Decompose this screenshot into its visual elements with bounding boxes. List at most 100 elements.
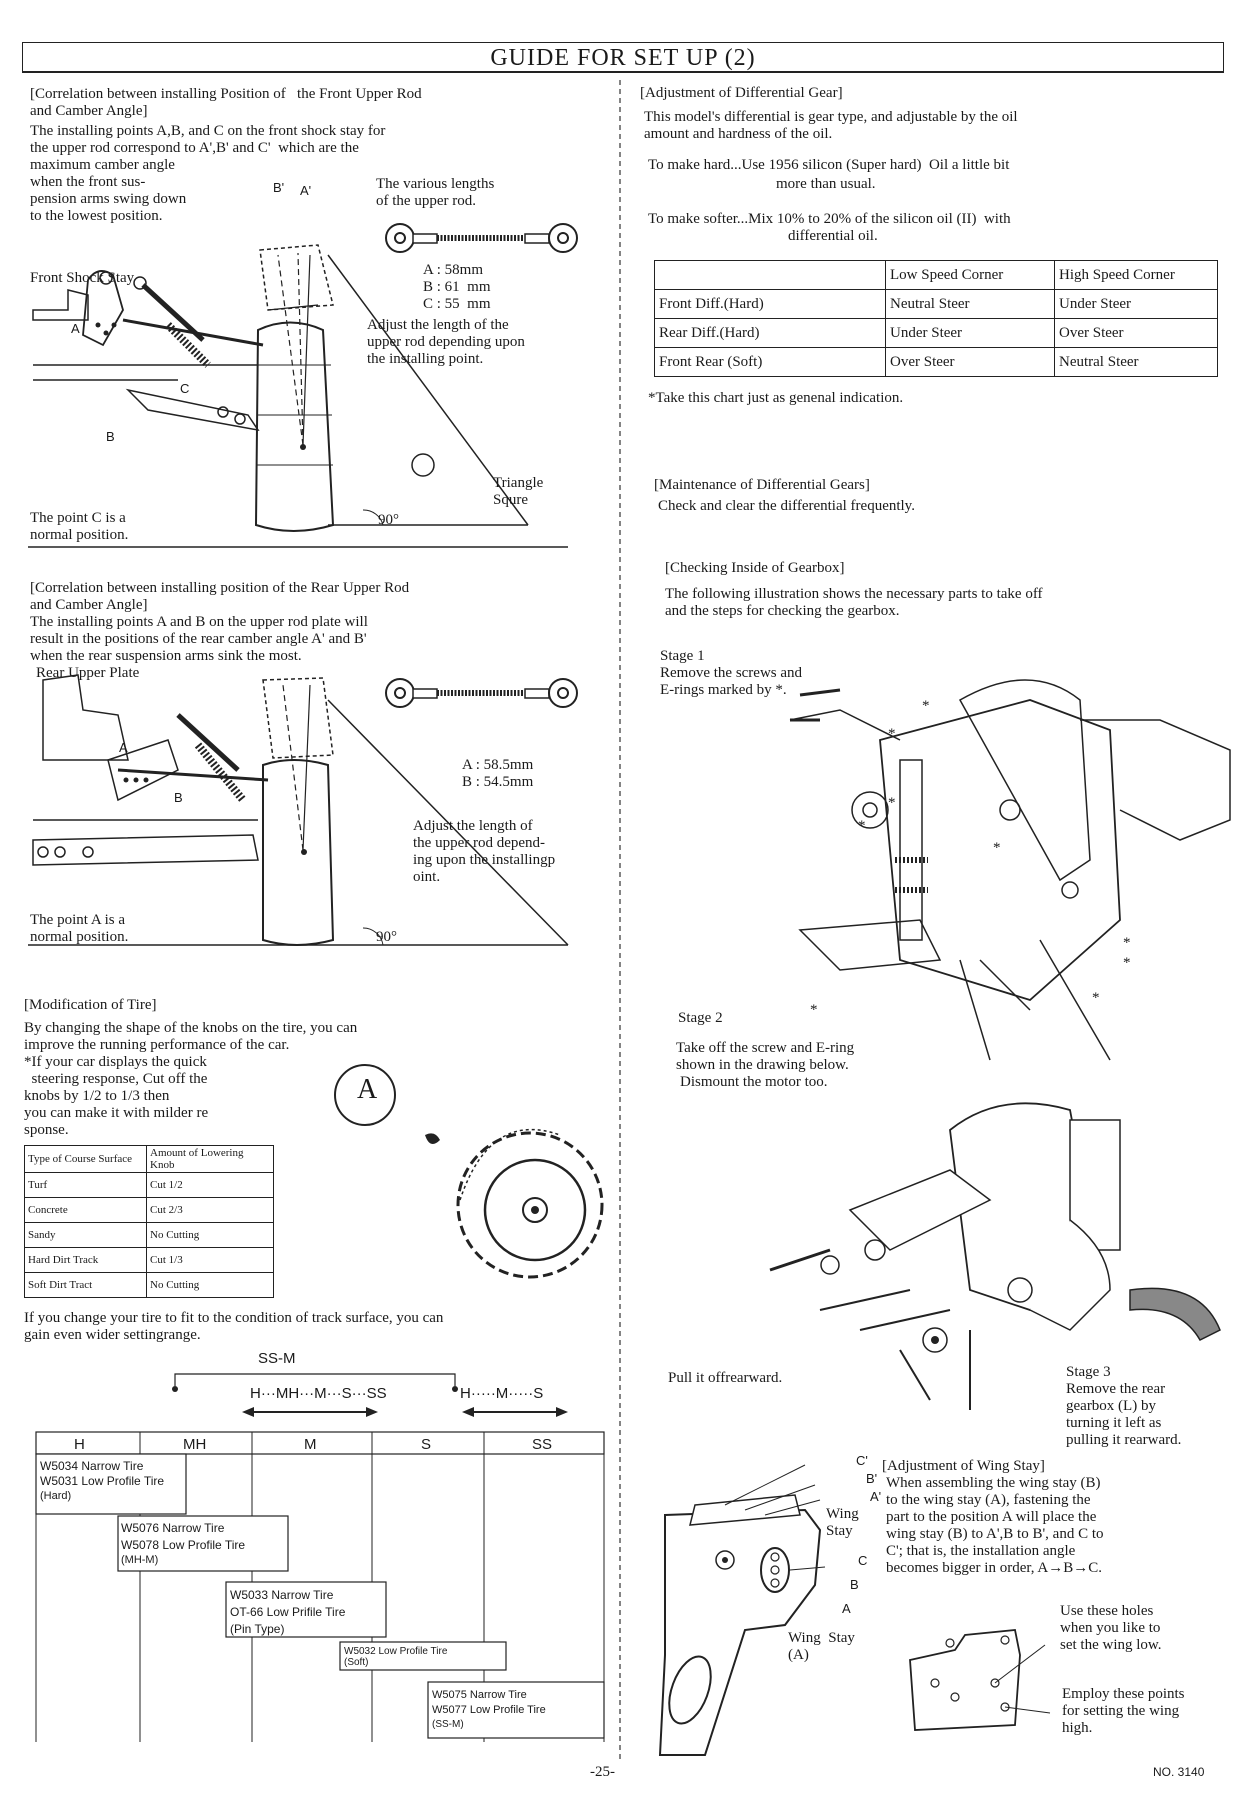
wing-label-c: C <box>858 1553 868 1568</box>
wing-high-note-2: for setting the wing <box>1062 1703 1180 1719</box>
front-label-ap: A' <box>300 183 312 198</box>
front-point-note-1: The point C is a <box>30 510 126 526</box>
wing-stay-drawing <box>658 1464 826 1756</box>
pull-label: Pull it offrearward. <box>668 1370 783 1386</box>
stage2-title: Stage 2 <box>678 1010 723 1026</box>
stage1-star: * <box>810 1002 818 1018</box>
rear-body-1: The installing points A and B on the upp… <box>30 614 368 630</box>
chart-header-m: M <box>304 1436 317 1453</box>
stage1-star: * <box>922 698 930 714</box>
stage3-line-1: Remove the rear <box>1066 1381 1166 1397</box>
front-upper-rod-illustration <box>385 223 578 253</box>
diff-cell: Neutral Steer <box>1054 347 1218 377</box>
diff-cell: Front Rear (Soft) <box>654 347 886 377</box>
diff-cell: Under Steer <box>1054 289 1218 319</box>
wing-stay-a-label-2: (A) <box>788 1647 809 1663</box>
front-label-b: B <box>106 429 115 444</box>
rear-suspension-drawing <box>28 674 569 946</box>
maint-heading: [Maintenance of Differential Gears] <box>654 477 870 493</box>
rear-length-b: B : 54.5mm <box>462 774 534 790</box>
wing-stay-b-drawing <box>909 1629 1051 1731</box>
front-triangle-2: Squre <box>493 492 528 508</box>
wing-stay-a-label-1: Wing Stay <box>788 1630 855 1646</box>
stage3-line-3: turning it left as <box>1066 1415 1162 1431</box>
rear-label-a: A <box>119 740 128 755</box>
column-divider <box>619 80 621 1760</box>
stage1-star: * <box>1123 935 1131 951</box>
rear-label-b: B <box>174 790 183 805</box>
rear-angle: 90° <box>376 929 397 945</box>
tire-table-row: No Cutting <box>146 1222 274 1248</box>
diff-soft-1: To make softer...Mix 10% to 20% of the s… <box>648 211 1011 227</box>
rear-point-note-1: The point A is a <box>30 912 125 928</box>
scale-right-range: H·····M·····S <box>460 1385 544 1402</box>
front-adjust-2: upper rod depending upon <box>367 334 525 350</box>
chart-entry-line: W5034 Narrow Tire <box>40 1459 144 1473</box>
rear-adjust-4: oint. <box>413 869 441 885</box>
wing-high-note-1: Employ these points <box>1062 1686 1185 1702</box>
diff-cell: Over Steer <box>1054 318 1218 348</box>
tire-chart-grid <box>35 1431 605 1742</box>
diff-hard-1: To make hard...Use 1956 silicon (Super h… <box>648 157 1010 173</box>
chart-header-ss: SS <box>532 1436 553 1453</box>
stage3-line-2: gearbox (L) by <box>1066 1398 1156 1414</box>
gearbox-heading: [Checking Inside of Gearbox] <box>665 560 845 576</box>
rear-upper-rod-illustration <box>385 678 578 708</box>
tire-table-header-1: Type of Course Surface <box>24 1145 147 1173</box>
chart-entry-line: W5077 Low Profile Tire <box>432 1704 546 1716</box>
chart-header-mh: MH <box>183 1436 207 1453</box>
front-label-a: A <box>71 321 80 336</box>
doc-number: NO. 3140 <box>1153 1765 1205 1779</box>
tire-table-row: Concrete <box>24 1197 147 1223</box>
front-label-c: C <box>180 381 190 396</box>
stage1-star: * <box>858 818 866 834</box>
tire-table-row: No Cutting <box>146 1272 274 1298</box>
chart-entry-line: W5032 Low Profile Tire <box>344 1646 448 1657</box>
front-heading-2: and Camber Angle] <box>30 103 148 119</box>
front-heading-1: [Correlation between installing Position… <box>30 86 422 102</box>
wing-label-b: B <box>850 1577 859 1592</box>
tire-table-row: Cut 1/3 <box>146 1247 274 1273</box>
rear-adjust-2: the upper rod depend- <box>413 835 546 851</box>
wing-high-note-3: high. <box>1062 1720 1093 1736</box>
rear-adjust-1: Adjust the length of <box>413 818 533 834</box>
page-title: GUIDE FOR SET UP (2) <box>490 45 756 71</box>
wing-body-1: When assembling the wing stay (B) <box>886 1475 1101 1491</box>
page-number: -25- <box>590 1764 615 1780</box>
wing-label-bp: B' <box>866 1471 878 1486</box>
diff-note: *Take this chart just as genenal indicat… <box>648 390 904 406</box>
diff-table: Low Speed Corner High Speed Corner Front… <box>654 260 1218 377</box>
rear-body-3: when the rear suspension arms sink the m… <box>30 648 302 664</box>
stage1-star: * <box>1092 990 1100 1006</box>
diff-hard-2: more than usual. <box>776 176 876 192</box>
tire-table-row: Cut 1/2 <box>146 1172 274 1198</box>
wing-low-note-2: when you like to <box>1060 1620 1161 1636</box>
diff-header-cell <box>654 260 886 290</box>
wing-body-6: becomes bigger in order, A→B→C. <box>886 1560 1103 1576</box>
wing-body-5: C'; that is, the installation angle <box>886 1543 1076 1559</box>
wing-heading: [Adjustment of Wing Stay] <box>882 1458 1045 1474</box>
chart-entry-line: OT-66 Low Prifile Tire <box>230 1605 346 1619</box>
wing-body-3: part to the position A will place the <box>886 1509 1097 1525</box>
chart-entry-line: (Soft) <box>344 1657 369 1668</box>
chart-entry-line: W5076 Narrow Tire <box>121 1521 225 1535</box>
tire-note-2: steering response, Cut off the <box>24 1071 208 1087</box>
tire-table-row: Soft Dirt Tract <box>24 1272 147 1298</box>
diff-cell: Front Diff.(Hard) <box>654 289 886 319</box>
front-angle: 90° <box>378 512 399 528</box>
tire-knob-illustration <box>334 1064 604 1279</box>
stage2-line-3: Dismount the motor too. <box>680 1074 828 1090</box>
chart-header-s: S <box>421 1436 432 1453</box>
wing-body-2: to the wing stay (A), fastening the <box>886 1492 1091 1508</box>
wing-label-ap: A' <box>870 1489 882 1504</box>
chart-header-h: H <box>74 1436 85 1453</box>
front-length-b: B : 61 mm <box>423 279 491 295</box>
stage2-line-2: shown in the drawing below. <box>676 1057 849 1073</box>
rear-length-a: A : 58.5mm <box>462 757 534 773</box>
wing-label-cp: C' <box>856 1453 868 1468</box>
wing-stay-label-2: Stay <box>826 1523 853 1539</box>
diff-body-2: amount and hardness of the oil. <box>644 126 833 142</box>
front-baseline <box>28 546 568 548</box>
wing-low-note-1: Use these holes <box>1060 1603 1154 1619</box>
